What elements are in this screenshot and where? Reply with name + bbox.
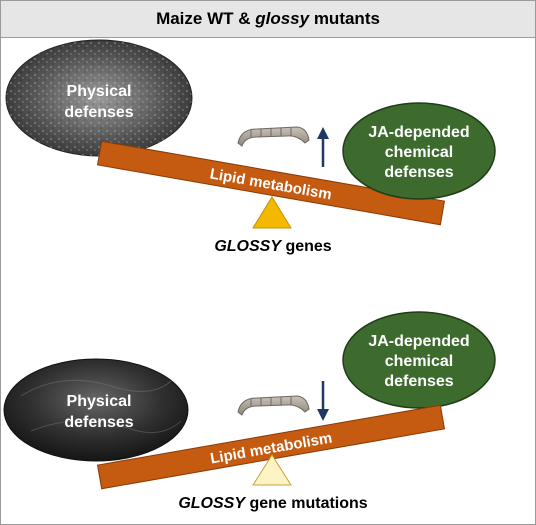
chemical-defenses-label-line1: JA-depended (368, 124, 469, 141)
physical-defenses-label-line1: Physical (67, 393, 132, 410)
title-italic: glossy (255, 9, 310, 28)
chemical-defenses-ellipse (342, 102, 496, 200)
gene-mutations-caption: GLOSSY gene mutations (178, 495, 367, 512)
arrow-down-icon (317, 381, 329, 421)
caterpillar-icon (237, 126, 310, 147)
physical-defenses-ellipse (5, 39, 193, 157)
chemical-defenses-label-line3: defenses (384, 373, 453, 390)
chemical-defenses-label-line3: defenses (384, 164, 453, 181)
physical-defenses-label-line2: defenses (64, 104, 133, 121)
panel-glossy-mutant: JA-depended chemical defenses Physical d… (3, 311, 496, 512)
panel-wild-type: Physical defenses Lipid metabolism (5, 39, 496, 255)
chemical-defenses-label-line1: JA-depended (368, 333, 469, 350)
arrow-up-icon (317, 127, 329, 167)
chemical-defenses-label-line2: chemical (385, 353, 453, 370)
fulcrum-triangle (252, 454, 292, 486)
title-suffix: mutants (309, 9, 380, 28)
chemical-defenses-ellipse (342, 311, 496, 409)
physical-defenses-label-line1: Physical (67, 83, 132, 100)
figure-title: Maize WT & glossy mutants (1, 1, 535, 38)
title-prefix: Maize WT & (156, 9, 256, 28)
physical-defenses-label-line2: defenses (64, 414, 133, 431)
caterpillar-icon (237, 395, 310, 416)
genes-caption: GLOSSY genes (214, 238, 331, 255)
physical-defenses-ellipse (3, 358, 189, 462)
fulcrum-triangle (252, 196, 292, 229)
chemical-defenses-label-line2: chemical (385, 144, 453, 161)
